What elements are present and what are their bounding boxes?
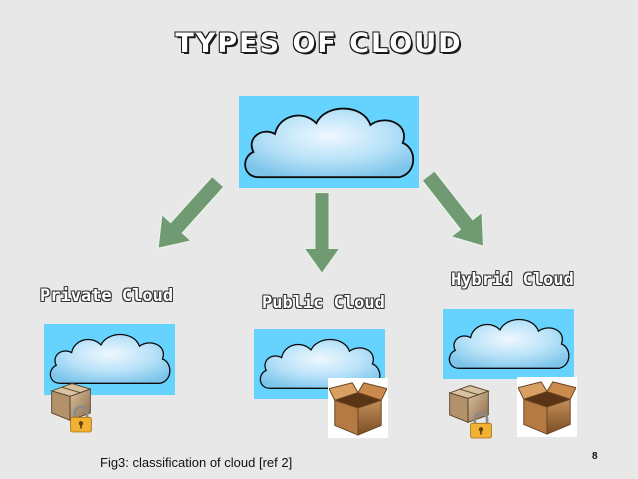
- open-box-frame: [328, 378, 388, 438]
- open-box-icon: [518, 381, 576, 435]
- arrow-to-private: [143, 168, 233, 262]
- cloud-icon: [244, 107, 415, 179]
- open-box-frame: [517, 377, 577, 437]
- lock-icon: [469, 411, 493, 440]
- private-cloud-panel: [44, 324, 175, 395]
- open-box-icon: [329, 382, 387, 436]
- label-hybrid-cloud: Hybrid Cloud: [451, 270, 574, 290]
- arrow-to-hybrid: [412, 163, 500, 259]
- label-private-cloud: Private Cloud: [40, 286, 174, 306]
- lock-icon: [69, 405, 93, 434]
- arrow-to-public: [304, 191, 340, 275]
- hybrid-cloud-panel: [443, 309, 574, 379]
- page-number: 8: [592, 451, 598, 462]
- page-title: TYPES OF CLOUD: [175, 28, 463, 59]
- main-cloud-panel: [239, 96, 419, 188]
- figure-caption: Fig3: classification of cloud [ref 2]: [100, 455, 293, 470]
- cloud-icon: [448, 318, 570, 369]
- label-public-cloud: Public Cloud: [262, 293, 385, 313]
